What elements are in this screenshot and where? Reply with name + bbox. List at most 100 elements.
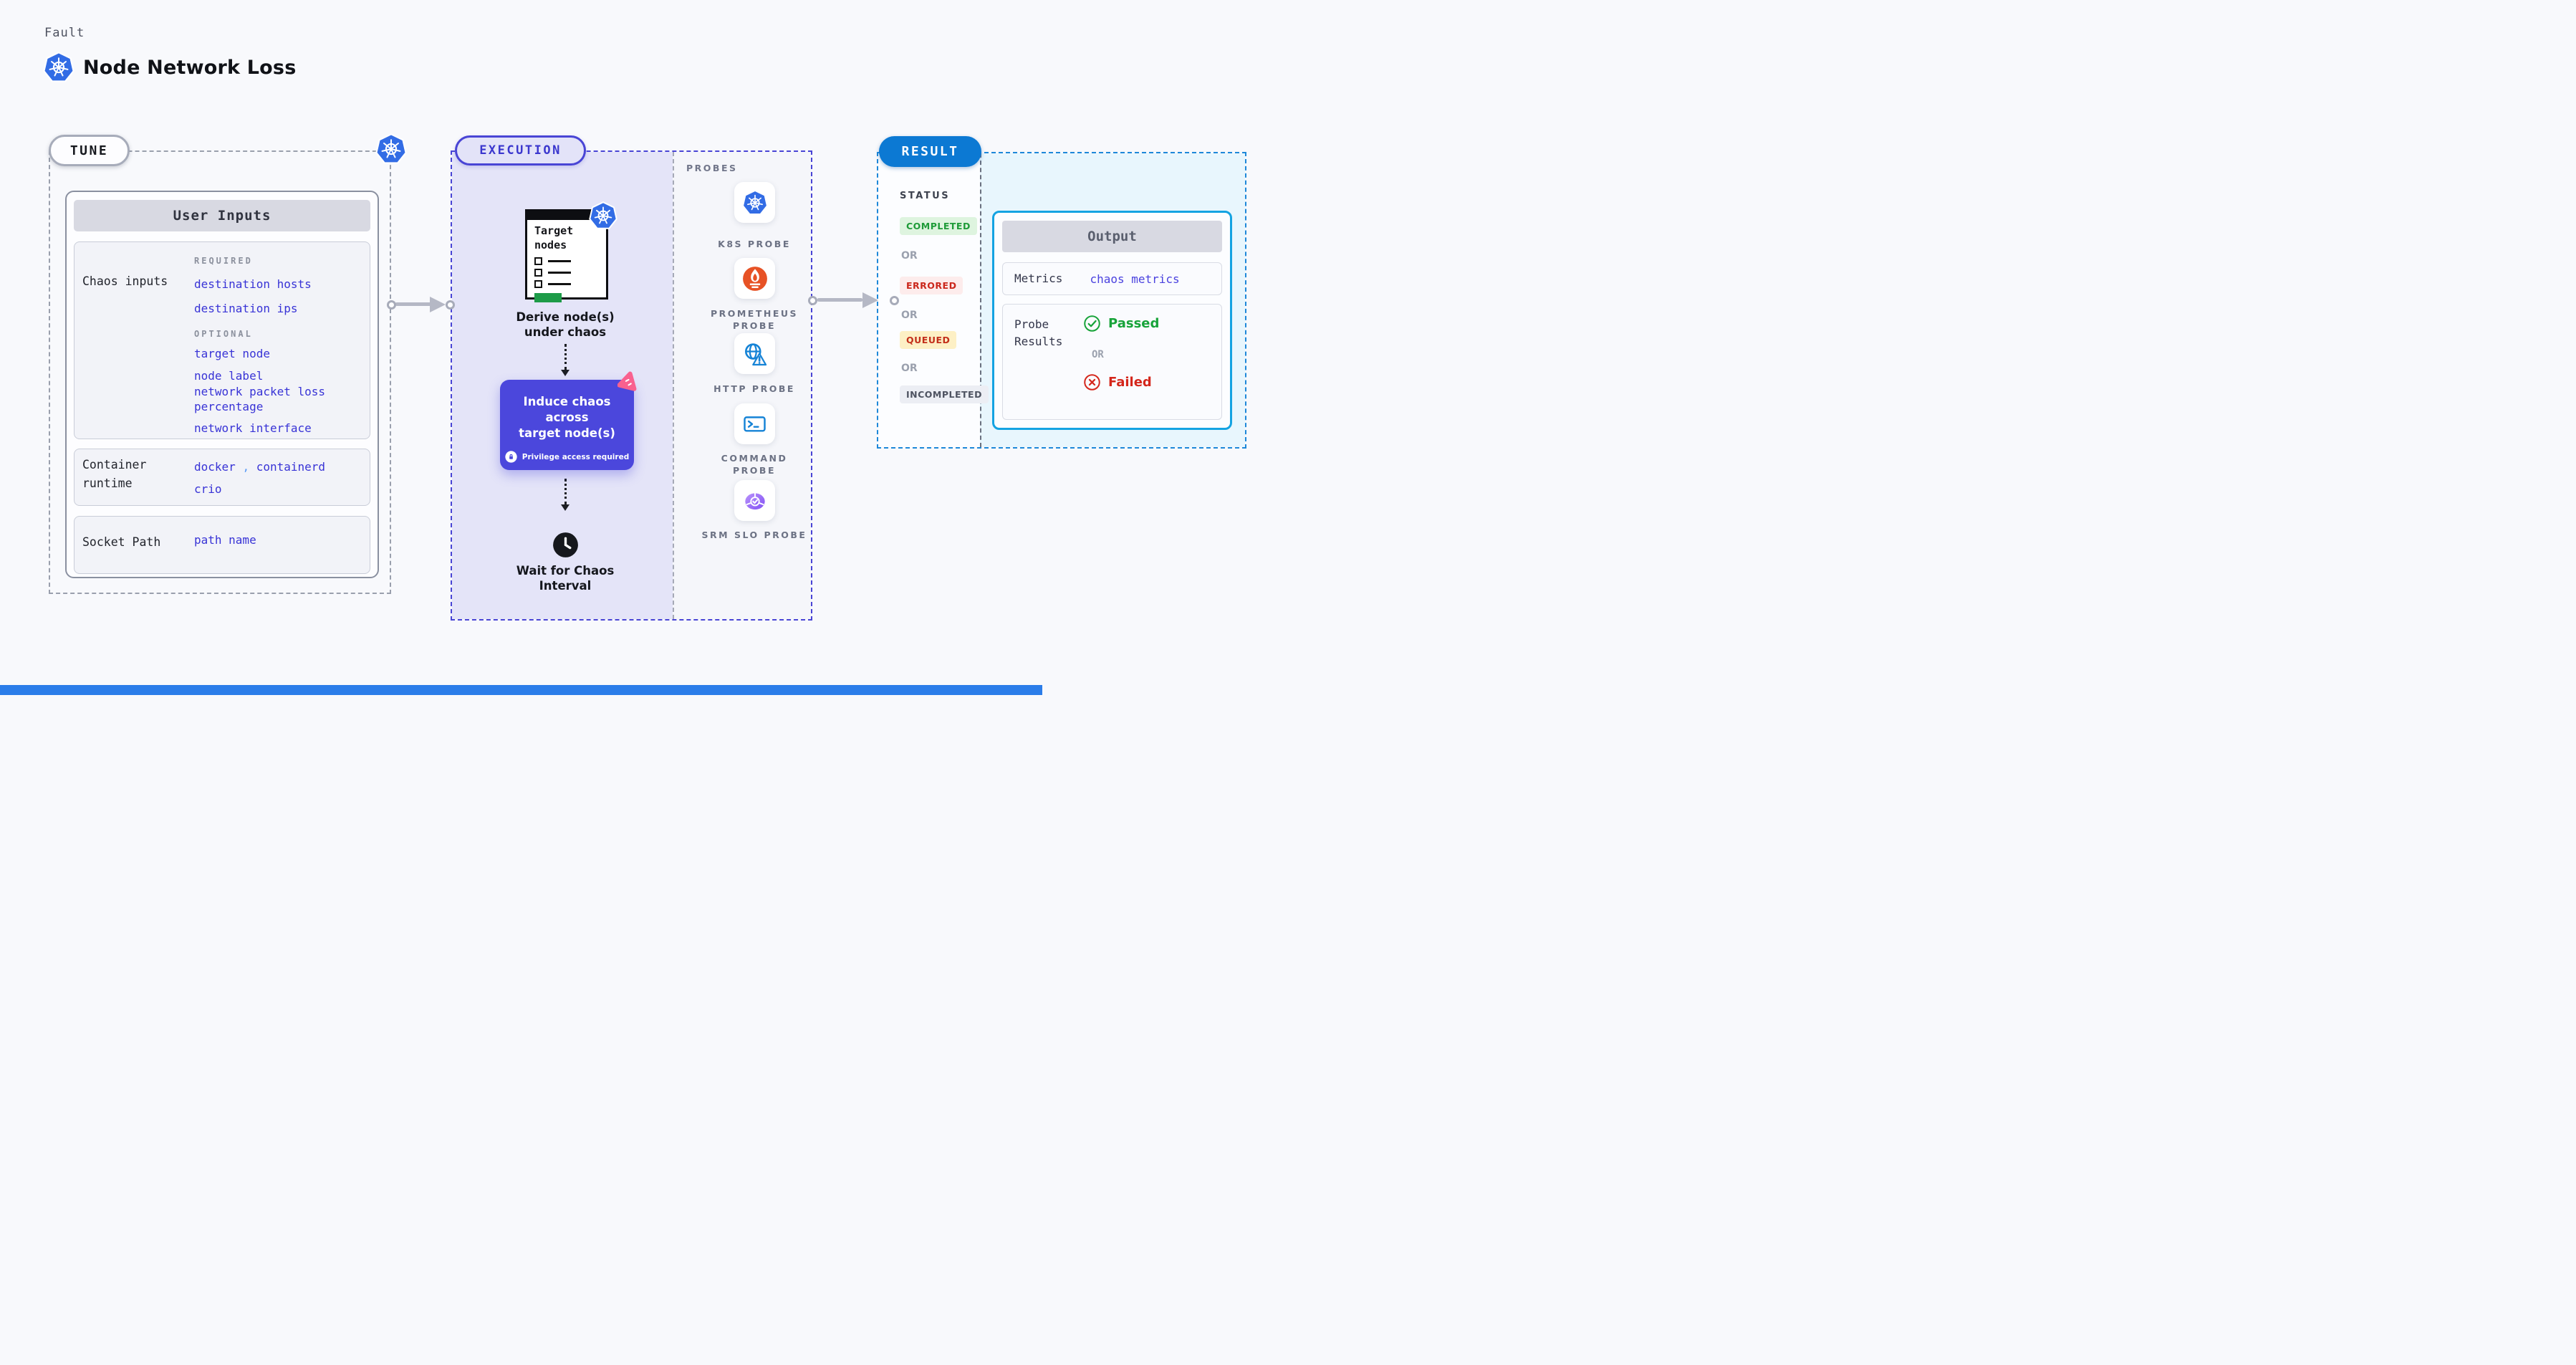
failed-label: Failed bbox=[1108, 375, 1152, 390]
line bbox=[548, 272, 571, 274]
chaos-input-network-interface: network interface bbox=[194, 421, 312, 435]
flow-arrow-head bbox=[862, 292, 878, 308]
container-runtime-box bbox=[74, 449, 370, 506]
srm-slo-probe-card bbox=[734, 480, 775, 521]
bottom-accent-bar bbox=[0, 685, 1042, 695]
command-probe-card bbox=[734, 403, 775, 444]
user-inputs-title: User Inputs bbox=[74, 200, 370, 231]
runtime-values-line: docker , containerd bbox=[194, 459, 325, 474]
required-label: REQUIRED bbox=[194, 256, 253, 266]
connector-dot bbox=[808, 296, 817, 305]
socket-path-value: path name bbox=[194, 533, 256, 547]
chaos-input-destination-ips: destination ips bbox=[194, 302, 298, 315]
clock-icon bbox=[552, 532, 579, 558]
node-checklist-row bbox=[534, 280, 606, 288]
checkbox-icon bbox=[534, 257, 542, 265]
litmus-chaos-icon bbox=[617, 370, 639, 392]
metrics-label: Metrics bbox=[1014, 272, 1063, 285]
globe-warning-icon bbox=[744, 343, 767, 366]
fault-kicker: Fault bbox=[44, 26, 85, 40]
dotted-arrow bbox=[564, 344, 567, 370]
card-titlebar bbox=[527, 211, 606, 220]
prometheus-icon bbox=[742, 266, 767, 291]
runtime-containerd: containerd bbox=[256, 460, 326, 474]
runtime-crio: crio bbox=[194, 482, 222, 496]
connector-dot bbox=[446, 300, 455, 310]
srm-slo-probe-label: SRM SLO PROBE bbox=[701, 530, 807, 540]
socket-path-label: Socket Path bbox=[82, 535, 161, 549]
probe-results-label: Probe Results bbox=[1014, 317, 1063, 348]
checkbox-icon bbox=[534, 269, 542, 277]
or-label: OR bbox=[901, 310, 918, 321]
or-label: OR bbox=[901, 250, 918, 262]
line bbox=[548, 260, 571, 262]
chaos-input-node-label: node label bbox=[194, 369, 264, 383]
runtime-docker: docker bbox=[194, 460, 236, 474]
kubernetes-icon bbox=[741, 189, 768, 215]
induce-chaos-box: Induce chaos across target node(s) Privi… bbox=[500, 380, 634, 470]
kubernetes-icon bbox=[589, 201, 617, 230]
slo-gauge-icon bbox=[744, 492, 766, 510]
connector-dot bbox=[387, 300, 396, 310]
node-checklist-row bbox=[534, 257, 606, 265]
status-label: STATUS bbox=[900, 191, 951, 201]
or-label: OR bbox=[1092, 349, 1104, 360]
http-probe-card bbox=[734, 333, 775, 374]
failed-row: Failed bbox=[1083, 373, 1152, 391]
k8s-probe-label: K8S PROBE bbox=[718, 239, 791, 249]
passed-label: Passed bbox=[1108, 316, 1160, 331]
status-badge-completed: COMPLETED bbox=[900, 217, 977, 235]
induce-chaos-label: Induce chaos across target node(s) bbox=[519, 395, 615, 440]
metrics-row: Metrics chaos metrics bbox=[1002, 262, 1222, 295]
probes-area bbox=[673, 152, 811, 619]
container-runtime-label: Container runtime bbox=[82, 458, 147, 490]
flow-arrow-shaft bbox=[395, 302, 433, 306]
check-circle-icon bbox=[1084, 315, 1100, 332]
command-probe-label: COMMAND PROBE bbox=[721, 453, 788, 476]
comma: , bbox=[242, 460, 250, 474]
chaos-inputs-box bbox=[74, 241, 370, 439]
line bbox=[548, 283, 571, 285]
dotted-arrow-head bbox=[561, 504, 569, 511]
x-circle-icon bbox=[1084, 374, 1100, 391]
flow-arrow-shaft bbox=[817, 298, 862, 302]
dotted-arrow bbox=[564, 479, 567, 504]
k8s-probe-card bbox=[734, 182, 775, 223]
privilege-row: Privilege access required bbox=[500, 451, 634, 463]
checkbox-icon bbox=[534, 280, 542, 288]
chaos-input-destination-hosts: destination hosts bbox=[194, 277, 312, 291]
fault-diagram: Fault Node Network Loss TUNE User Inputs… bbox=[0, 0, 1288, 695]
tune-section bbox=[49, 150, 391, 594]
chaos-input-target-node: target node bbox=[194, 347, 270, 360]
privilege-label: Privilege access required bbox=[522, 452, 630, 461]
probe-results-row: Probe Results Passed OR Failed bbox=[1002, 304, 1222, 420]
dotted-arrow-head bbox=[561, 370, 569, 376]
progress-bar bbox=[534, 293, 562, 302]
metrics-value: chaos metrics bbox=[1090, 272, 1180, 286]
status-badge-incompleted: INCOMPLETED bbox=[900, 385, 989, 403]
lock-icon bbox=[504, 451, 517, 463]
connector-dot bbox=[890, 296, 899, 305]
target-nodes-title: Target nodes bbox=[534, 224, 574, 252]
socket-path-box bbox=[74, 516, 370, 574]
chaos-input-packet-loss: network packet loss percentage bbox=[194, 385, 326, 413]
status-badge-queued: QUEUED bbox=[900, 331, 957, 349]
derive-step-label: Derive node(s) under chaos bbox=[516, 310, 615, 339]
kubernetes-icon bbox=[375, 133, 407, 165]
kubernetes-icon bbox=[43, 52, 75, 83]
flow-arrow-head bbox=[430, 297, 446, 312]
optional-label: OPTIONAL bbox=[194, 329, 253, 339]
http-probe-label: HTTP PROBE bbox=[713, 383, 795, 394]
chaos-inputs-label: Chaos inputs bbox=[82, 274, 168, 288]
prometheus-probe-card bbox=[734, 258, 775, 299]
probes-label: PROBES bbox=[686, 163, 738, 173]
wait-step-label: Wait for Chaos Interval bbox=[516, 564, 615, 593]
status-badge-errored: ERRORED bbox=[900, 277, 963, 294]
terminal-icon bbox=[744, 416, 766, 432]
output-title: Output bbox=[1002, 221, 1222, 252]
result-badge: RESULT bbox=[879, 136, 981, 167]
page-title: Node Network Loss bbox=[83, 57, 297, 79]
execution-badge: EXECUTION bbox=[455, 135, 586, 166]
or-label: OR bbox=[901, 363, 918, 374]
node-checklist-row bbox=[534, 269, 606, 277]
